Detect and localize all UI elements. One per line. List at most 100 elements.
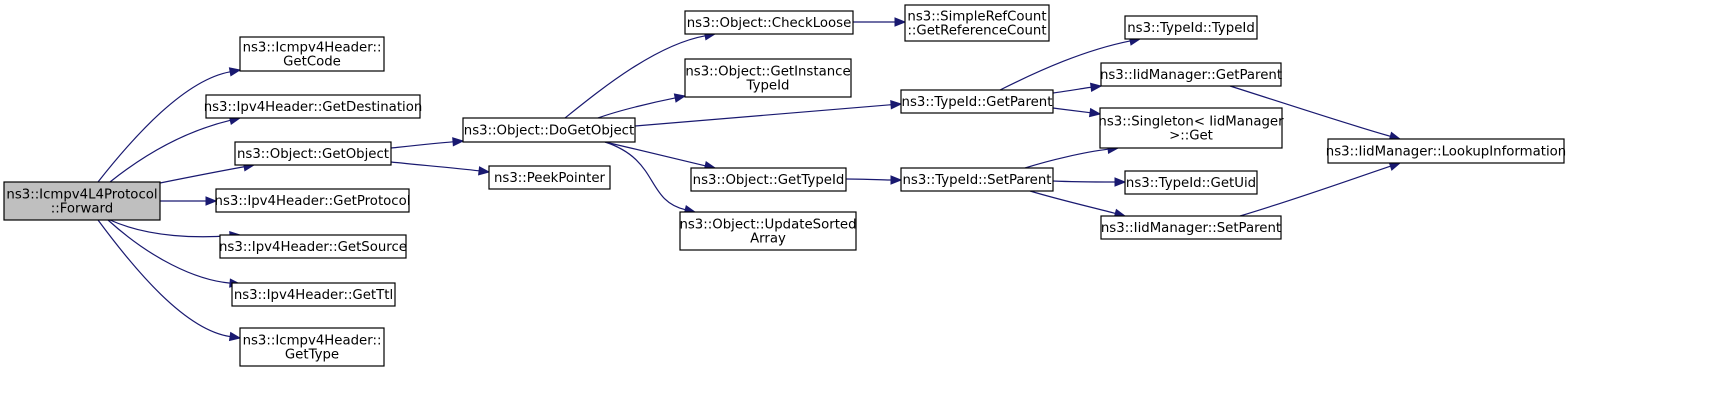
- node-label-line: ns3::Ipv4Header::GetSource: [219, 240, 407, 255]
- edge-line: [97, 71, 231, 183]
- node-label-line: ns3::Icmpv4Header::: [243, 334, 382, 349]
- edge-obj-gettypeid-to-typeid-setparent: [845, 175, 903, 185]
- edge-line: [845, 178, 892, 181]
- edge-forward-to-icmp-getcode: [97, 67, 242, 183]
- node-label-line: ns3::IidManager::SetParent: [1101, 221, 1281, 236]
- edge-obj-dogetobject-to-typeid-getparent: [634, 100, 903, 127]
- node-box: [900, 167, 1054, 192]
- node-label-line: ns3::Ipv4Header::GetTtl: [234, 288, 393, 303]
- node-box: [231, 282, 396, 307]
- arrowhead-icon: [228, 331, 242, 342]
- edge-typeid-getparent-to-iid-getparent: [1052, 82, 1103, 94]
- arrowhead-icon: [478, 166, 491, 176]
- node-typeid-setparent[interactable]: ns3::TypeId::SetParent: [900, 167, 1054, 192]
- node-ipv4-getttl[interactable]: ns3::Ipv4Header::GetTtl: [231, 282, 396, 307]
- node-iid-setparent[interactable]: ns3::IidManager::SetParent: [1100, 215, 1282, 240]
- node-box: [3, 181, 161, 221]
- node-label-line: ns3::Object::DoGetObject: [464, 124, 634, 139]
- edge-line: [159, 166, 245, 184]
- node-label-line: ::GetReferenceCount: [907, 24, 1046, 39]
- edge-line: [1229, 85, 1391, 137]
- node-iid-lookupinfo[interactable]: ns3::IidManager::LookupInformation: [1326, 138, 1566, 164]
- edge-forward-to-icmp-gettype: [97, 219, 242, 342]
- node-typeid-getuid[interactable]: ns3::TypeId::GetUid: [1124, 170, 1258, 195]
- edge-line: [1024, 148, 1109, 169]
- node-label-line: ns3::TypeId::GetUid: [1126, 176, 1256, 191]
- arrowhead-icon: [1114, 177, 1127, 187]
- node-obj-dogetobject[interactable]: ns3::Object::DoGetObject: [462, 117, 636, 143]
- node-icmp-getcode[interactable]: ns3::Icmpv4Header::GetCode: [239, 36, 385, 72]
- node-ipv4-getsource[interactable]: ns3::Ipv4Header::GetSource: [219, 234, 407, 259]
- edge-line: [390, 141, 454, 149]
- edge-line: [1239, 165, 1391, 217]
- arrowhead-icon: [894, 17, 907, 27]
- node-box: [684, 10, 854, 35]
- edge-line: [999, 40, 1131, 91]
- node-box: [219, 234, 407, 259]
- node-singleton-get[interactable]: ns3::Singleton< IidManager>::Get: [1098, 107, 1284, 149]
- node-box: [239, 36, 385, 72]
- node-forward[interactable]: ns3::Icmpv4L4Protocol::Forward: [3, 181, 161, 221]
- node-icmp-gettype[interactable]: ns3::Icmpv4Header::GetType: [239, 327, 385, 367]
- edge-obj-getobject-to-peekpointer: [390, 161, 491, 176]
- node-label-line: ns3::Object::GetTypeId: [693, 173, 845, 188]
- node-box: [1100, 62, 1282, 87]
- edge-obj-checkloose-to-simplerefcount: [853, 17, 907, 27]
- node-label-line: ns3::TypeId::GetParent: [902, 95, 1053, 110]
- node-label-line: ns3::Singleton< IidManager: [1098, 115, 1284, 130]
- node-box: [239, 327, 385, 367]
- edge-line: [1052, 107, 1091, 114]
- node-label-line: ::Forward: [51, 202, 113, 217]
- edge-typeid-setparent-to-typeid-getuid: [1052, 177, 1127, 187]
- node-peekpointer[interactable]: ns3::PeekPointer: [488, 165, 611, 190]
- node-label-line: ns3::IidManager::GetParent: [1100, 68, 1282, 83]
- node-box: [1099, 107, 1283, 149]
- node-obj-gettypeid[interactable]: ns3::Object::GetTypeId: [690, 167, 847, 192]
- arrowhead-icon: [890, 100, 903, 110]
- node-box: [234, 141, 392, 166]
- node-box: [679, 211, 857, 251]
- node-box: [462, 117, 636, 143]
- node-label-line: ns3::IidManager::LookupInformation: [1326, 145, 1566, 160]
- edges-layer: [97, 17, 1402, 342]
- edge-line: [97, 219, 231, 338]
- edge-line: [1029, 190, 1116, 215]
- node-ipv4-getproto[interactable]: ns3::Ipv4Header::GetProtocol: [215, 188, 411, 213]
- node-box: [690, 167, 847, 192]
- edge-line: [564, 35, 706, 119]
- node-box: [1124, 170, 1258, 195]
- arrowhead-icon: [1088, 107, 1102, 118]
- node-obj-getobject[interactable]: ns3::Object::GetObject: [234, 141, 392, 166]
- arrowhead-icon: [890, 175, 903, 185]
- arrowhead-icon: [1089, 82, 1103, 93]
- node-label-line: ns3::Object::GetObject: [237, 147, 389, 162]
- node-label-line: TypeId: [746, 79, 790, 94]
- node-typeid-typeid[interactable]: ns3::TypeId::TypeId: [1124, 15, 1258, 40]
- node-iid-getparent[interactable]: ns3::IidManager::GetParent: [1100, 62, 1282, 87]
- node-box: [215, 188, 410, 213]
- edge-line: [604, 141, 706, 167]
- edge-obj-dogetobject-to-obj-getinstancetypeid: [597, 93, 687, 119]
- node-box: [904, 4, 1050, 42]
- node-label-line: ns3::PeekPointer: [494, 171, 606, 186]
- edge-line: [109, 119, 231, 183]
- node-label-line: ns3::Ipv4Header::GetProtocol: [215, 194, 411, 209]
- edge-line: [109, 219, 231, 238]
- node-obj-checkloose[interactable]: ns3::Object::CheckLoose: [684, 10, 854, 35]
- edge-obj-getobject-to-obj-dogetobject: [390, 137, 465, 149]
- node-box: [684, 58, 852, 98]
- node-simplerefcount[interactable]: ns3::SimpleRefCount::GetReferenceCount: [904, 4, 1050, 42]
- node-label-line: ns3::TypeId::SetParent: [902, 173, 1051, 188]
- edge-typeid-setparent-to-singleton-get: [1024, 144, 1120, 169]
- node-typeid-getparent[interactable]: ns3::TypeId::GetParent: [900, 89, 1054, 114]
- node-box: [1124, 15, 1258, 40]
- node-box: [900, 89, 1054, 114]
- node-label-line: ns3::Object::UpdateSorted: [679, 218, 856, 233]
- node-label-line: ns3::Icmpv4Header::: [243, 41, 382, 56]
- node-ipv4-getdest[interactable]: ns3::Ipv4Header::GetDestination: [204, 94, 423, 119]
- node-box: [1100, 215, 1282, 240]
- node-label-line: ns3::Ipv4Header::GetDestination: [204, 100, 423, 115]
